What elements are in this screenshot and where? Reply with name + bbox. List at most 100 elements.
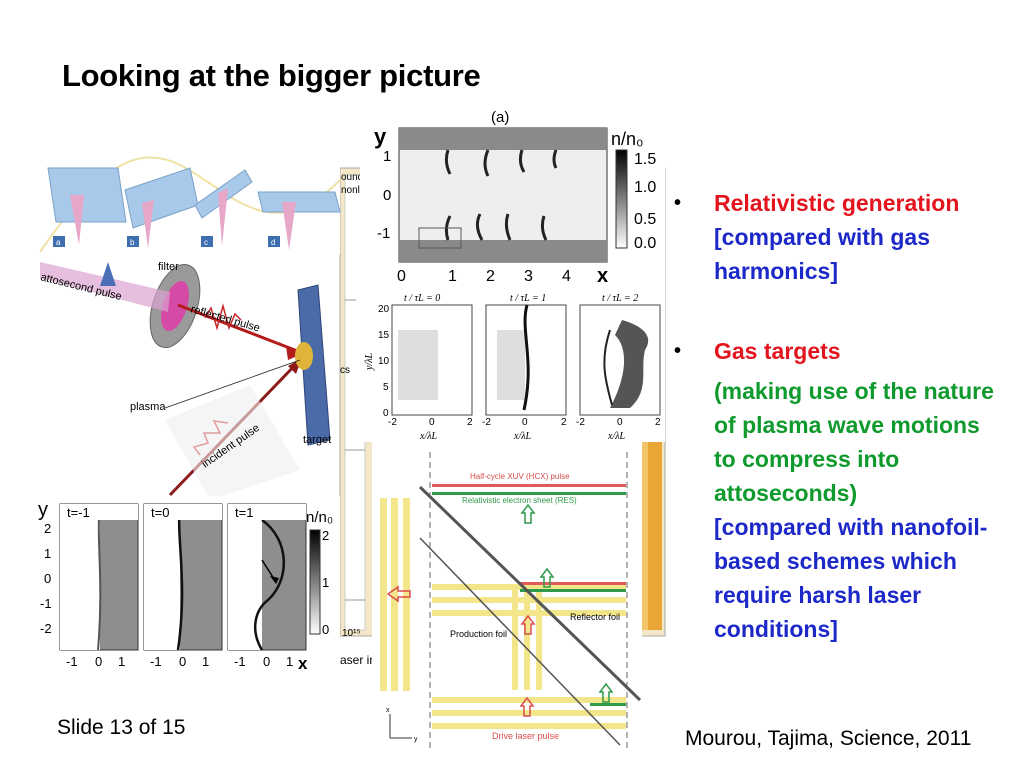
panel-a-label: (a)	[491, 109, 509, 126]
bottom-xtick: 0	[179, 654, 186, 669]
panel-a-yaxis: y	[374, 124, 387, 149]
bottom-cbar-tick: 1	[322, 575, 329, 590]
reflected-pulse-label: reflected pulse	[189, 303, 261, 334]
time-panel-ytick: 20	[378, 304, 390, 315]
setup-panel-d: d	[257, 191, 341, 250]
panel-a-cbar-title: n/n₀	[611, 129, 644, 149]
panel-a-cbar-tick: 0.5	[634, 211, 656, 228]
bullet-list: • Relativistic generation [compared with…	[674, 186, 1006, 646]
time-panel-xlabel: x/λL	[513, 431, 532, 442]
schematic-hcx-label: Half-cycle XUV (HCX) pulse	[470, 472, 570, 481]
back-chart-fragment: ound e	[341, 172, 372, 183]
setup-figure: a b c d	[38, 150, 341, 500]
time-panel-title: t / τL = 2	[602, 293, 638, 304]
back-chart-xlabel: aser int	[340, 653, 380, 667]
bullet-lead: Relativistic generation	[714, 190, 960, 216]
bottom-panel-title: t=-1	[67, 505, 90, 520]
slide-number: Slide 13 of 15	[57, 716, 186, 739]
panel-a-cbar-tick: 1.0	[634, 179, 656, 196]
back-chart-fragment: nonlin	[341, 185, 368, 196]
time-panel-ytick: 15	[378, 330, 390, 341]
time-panel-xlabel: x/λL	[419, 431, 438, 442]
filter-label: filter	[158, 261, 179, 273]
bullet-comparison: [compared with nanofoil-based schemes wh…	[714, 514, 988, 642]
panel-a-xtick: 2	[486, 268, 495, 285]
time-panel-xlabel: x/λL	[607, 431, 626, 442]
bottom-xtick: -1	[150, 654, 162, 669]
bottom-xlabel: x	[298, 654, 308, 673]
bottom-cbar-title: n/n₀	[306, 509, 333, 526]
setup-panel-label: b	[130, 238, 135, 247]
time-panel-xtick: 0	[429, 417, 435, 428]
schematic-reflector-label: Reflector foil	[570, 612, 620, 622]
schematic-production-label: Production foil	[450, 629, 507, 639]
bottom-ytick: -1	[40, 596, 52, 611]
panel-a-xtick: 1	[448, 268, 457, 285]
back-chart-tick: 10¹⁵	[342, 628, 361, 639]
bottom-xtick: -1	[234, 654, 246, 669]
simulation-time-series: t / τL = 0 t / τL = 1 t / τL = 2 y/λL 20…	[356, 290, 665, 442]
simulation-bottom-panels: y 2 1 0 -1 -2 t=-1 t=0 t=1 -1 0 1 -1 0 1…	[28, 496, 340, 676]
panel-a-xtick: 0	[397, 268, 406, 285]
bottom-xtick: 0	[263, 654, 270, 669]
time-panel-ylabel: y/λL	[364, 352, 375, 371]
panel-a-cbar-tick: 1.5	[634, 151, 656, 168]
bottom-xtick: 1	[118, 654, 125, 669]
time-panel-ytick: 0	[383, 408, 389, 419]
bottom-cbar-tick: 2	[322, 528, 329, 543]
slide-title: Looking at the bigger picture	[62, 58, 481, 93]
setup-panel-label: d	[271, 238, 275, 247]
panel-a-ytick: 0	[383, 187, 391, 204]
bullet-marker: •	[674, 340, 682, 362]
back-chart-fragment: cs	[340, 365, 350, 376]
attosecond-schematic: Half-cycle XUV (HCX) pulse Relativistic …	[372, 442, 642, 750]
setup-panel-c: c	[194, 169, 253, 247]
time-panel-title: t / τL = 0	[404, 293, 440, 304]
simulation-panel-a: (a) y 1 0 -1 0 1 2 3 4 x n/n₀ 1.5 1.0 0.…	[360, 102, 665, 290]
target-label: target	[303, 434, 331, 446]
citation: Mourou, Tajima, Science, 2011	[685, 727, 972, 750]
schematic-drive-label: Drive laser pulse	[492, 731, 559, 741]
plasma-label: plasma	[130, 401, 166, 413]
time-panel-xtick: 0	[617, 417, 623, 428]
bullet-lead: Gas targets	[714, 338, 841, 364]
time-panel-ytick: 10	[378, 356, 390, 367]
panel-a-xaxis: x	[597, 265, 608, 287]
setup-panel-b: b	[124, 167, 199, 248]
setup-panel-a: a	[47, 167, 127, 247]
bullet-item: • Relativistic generation [compared with…	[674, 186, 1006, 288]
bullet-marker: •	[674, 192, 682, 214]
panel-a-ytick: -1	[377, 225, 390, 242]
time-panel-xtick: -2	[388, 417, 397, 428]
time-panel-xtick: -2	[482, 417, 491, 428]
bottom-panel-title: t=1	[235, 505, 253, 520]
bottom-ylabel: y	[38, 499, 48, 521]
panel-a-xtick: 4	[562, 268, 571, 285]
bottom-ytick: 2	[44, 521, 51, 536]
bottom-ytick: -2	[40, 621, 52, 636]
time-panel-xtick: 0	[522, 417, 528, 428]
bottom-ytick: 0	[44, 571, 51, 586]
bottom-xtick: 0	[95, 654, 102, 669]
time-panel-xtick: 2	[561, 417, 567, 428]
setup-panel-label: c	[204, 238, 208, 247]
bullet-detail: [compared with gas harmonics]	[714, 224, 930, 284]
bullet-detail: (making use of the nature of plasma wave…	[714, 378, 994, 506]
schematic-res-label: Relativistic electron sheet (RES)	[462, 496, 577, 505]
target-slab	[297, 284, 331, 446]
attosecond-pulse-spike	[100, 262, 116, 286]
time-panel-xtick: 2	[467, 417, 473, 428]
panel-a-cbar-tick: 0.0	[634, 235, 656, 252]
bottom-ytick: 1	[44, 546, 51, 561]
bottom-xtick: 1	[202, 654, 209, 669]
setup-panel-label: a	[56, 238, 61, 247]
panel-a-xtick: 3	[524, 268, 533, 285]
bottom-cbar-tick: 0	[322, 622, 329, 637]
schematic-axis-y: y	[414, 736, 418, 743]
time-panel-xtick: -2	[576, 417, 585, 428]
reflected-pulse-wave	[204, 303, 242, 331]
bullet-item: • Gas targets (making use of the nature …	[674, 334, 1006, 646]
panel-a-ytick: 1	[383, 148, 391, 165]
bottom-xtick: 1	[286, 654, 293, 669]
